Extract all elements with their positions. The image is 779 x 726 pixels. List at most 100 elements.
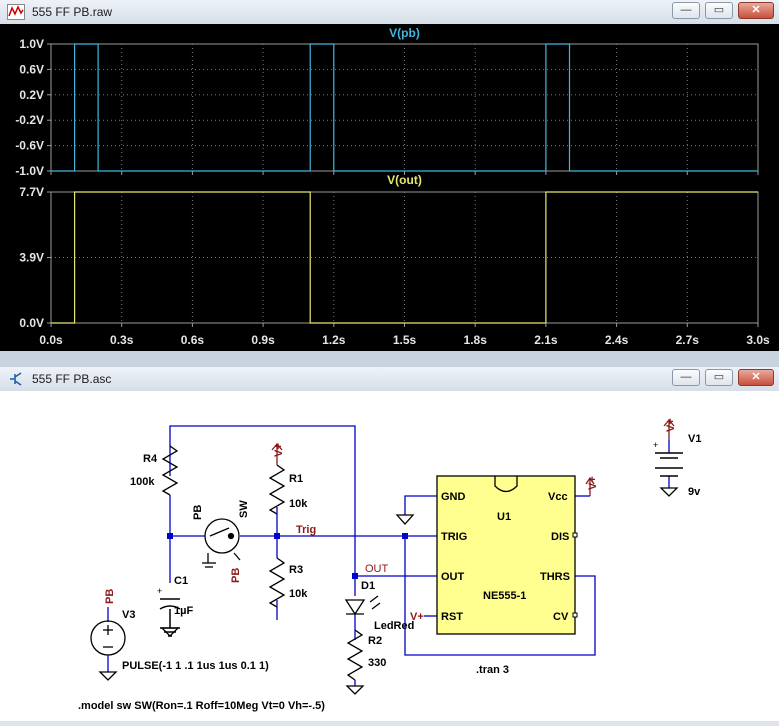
close-icon: ✕ <box>751 4 761 16</box>
y-tick-label: 7.7V <box>19 185 44 199</box>
resistor-r3 <box>268 557 286 608</box>
net-vplus-v1: V+ <box>665 418 677 432</box>
net-trig: Trig <box>296 524 316 536</box>
close-button[interactable]: ✕ <box>738 2 774 19</box>
r4-name: R4 <box>143 453 158 465</box>
y-tick-label: 3.9V <box>19 251 44 265</box>
labels: R4 100k R1 10k R3 10k C1 1µF D1 LedRed R… <box>78 433 701 712</box>
x-tick-label: 3.0s <box>746 333 770 347</box>
r1-name: R1 <box>289 473 303 485</box>
close-button[interactable]: ✕ <box>738 369 774 386</box>
x-tick-label: 2.7s <box>676 333 700 347</box>
ground-symbol <box>395 514 415 525</box>
v3-name: V3 <box>122 609 135 621</box>
net-vplus-u1: V+ <box>587 476 599 490</box>
close-icon: ✕ <box>751 371 761 383</box>
y-tick-label: -0.6V <box>15 139 44 153</box>
pin-dis: DIS <box>551 531 569 543</box>
minimize-icon: — <box>680 4 692 16</box>
r3-value: 10k <box>289 588 308 600</box>
minimize-button[interactable]: — <box>672 2 700 19</box>
restore-icon: ▭ <box>713 371 725 383</box>
ne555-chip[interactable] <box>436 475 578 635</box>
c1-plus-sign: + <box>157 586 162 596</box>
y-tick-label: 0.2V <box>19 88 44 102</box>
sw-label: SW <box>238 500 250 518</box>
plot-window-title: 555 FF PB.raw <box>32 5 113 19</box>
pin-gnd: GND <box>441 491 466 503</box>
plot-frame <box>50 43 759 172</box>
waveform-chart: 1.0V0.6V0.2V-0.2V-0.6V-1.0VV(pb)7.7V3.9V… <box>15 26 770 347</box>
r2-value: 330 <box>368 657 386 669</box>
battery-v1 <box>655 452 683 477</box>
x-tick-label: 2.1s <box>534 333 558 347</box>
junction <box>402 533 408 539</box>
ne555-value: NE555-1 <box>483 590 526 602</box>
restore-icon: ▭ <box>713 4 725 16</box>
resistor-r2 <box>346 629 364 681</box>
x-tick-label: 2.4s <box>605 333 629 347</box>
v1-name: V1 <box>688 433 701 445</box>
r2-name: R2 <box>368 635 382 647</box>
resistor-r1 <box>268 464 286 515</box>
resistors <box>161 445 364 681</box>
restore-button[interactable]: ▭ <box>705 369 733 386</box>
wire <box>404 536 596 656</box>
net-vplus-rst: V+ <box>410 611 424 623</box>
pin-trig: TRIG <box>441 531 467 543</box>
pin-thrs: THRS <box>540 571 570 583</box>
ground-symbol <box>160 627 180 637</box>
x-tick-label: 0.6s <box>181 333 205 347</box>
y-tick-label: -0.2V <box>15 113 44 127</box>
x-tick-label: 1.5s <box>393 333 417 347</box>
wire <box>404 495 437 515</box>
wire <box>169 425 356 576</box>
net-out: OUT <box>365 563 389 575</box>
d1-name: D1 <box>361 580 375 592</box>
v1-plus-sign: + <box>653 440 658 450</box>
ground-symbol <box>98 671 118 681</box>
plot-window-titlebar[interactable]: 555 FF PB.raw — ▭ ✕ <box>0 0 779 25</box>
series-line <box>51 191 758 324</box>
minimize-button[interactable]: — <box>672 369 700 386</box>
x-tick-label: 0.3s <box>110 333 134 347</box>
x-tick-label: 0.9s <box>251 333 275 347</box>
plot-window: 555 FF PB.raw — ▭ ✕ 1.0V 0.6V 0.2V -0.2V -0.… <box>0 0 779 351</box>
transistor-app-icon <box>10 372 22 386</box>
net-pb-v3: PB <box>104 589 116 604</box>
window-gap <box>0 351 779 367</box>
y-tick-label: 1.0V <box>19 37 44 51</box>
schematic-canvas[interactable]: R4 100k R1 10k R3 10k C1 1µF D1 LedRed R… <box>0 391 779 721</box>
junction <box>274 533 280 539</box>
resistor-r4 <box>161 445 179 496</box>
power-arrows <box>271 418 675 496</box>
x-tick-label: 0.0s <box>39 333 63 347</box>
pin-out: OUT <box>441 571 465 583</box>
series-line <box>51 43 758 172</box>
net-pb-switch: PB <box>230 568 242 583</box>
junctions <box>167 533 408 579</box>
junction <box>352 573 358 579</box>
y-tick-label: 0.6V <box>19 62 44 76</box>
voltage-source-v3 <box>90 620 126 656</box>
led-d1 <box>344 595 381 616</box>
switch-sw <box>202 518 241 568</box>
u1-name: U1 <box>497 511 511 523</box>
restore-button[interactable]: ▭ <box>705 2 733 19</box>
schematic-window-title: 555 FF PB.asc <box>32 372 112 386</box>
pin-cv: CV <box>553 611 569 623</box>
model-directive: .model sw SW(Ron=.1 Roff=10Meg Vt=0 Vh=-… <box>78 700 325 712</box>
r3-name: R3 <box>289 564 303 576</box>
chart-title: V(pb) <box>389 26 420 40</box>
net-vplus-r1: V+ <box>273 443 285 457</box>
tran-directive: .tran 3 <box>476 664 509 676</box>
ground-symbol <box>345 685 365 695</box>
schematic-frame: R4 100k R1 10k R3 10k C1 1µF D1 LedRed R… <box>0 391 779 721</box>
pulse-spec: PULSE(-1 1 .1 1us 1us 0.1 1) <box>122 660 269 672</box>
c1-name: C1 <box>174 575 188 587</box>
chart-title: V(out) <box>387 173 422 187</box>
schematic-window-titlebar[interactable]: 555 FF PB.asc — ▭ ✕ <box>0 367 779 392</box>
pb-label: PB <box>192 505 204 520</box>
v1-value: 9v <box>688 486 701 498</box>
